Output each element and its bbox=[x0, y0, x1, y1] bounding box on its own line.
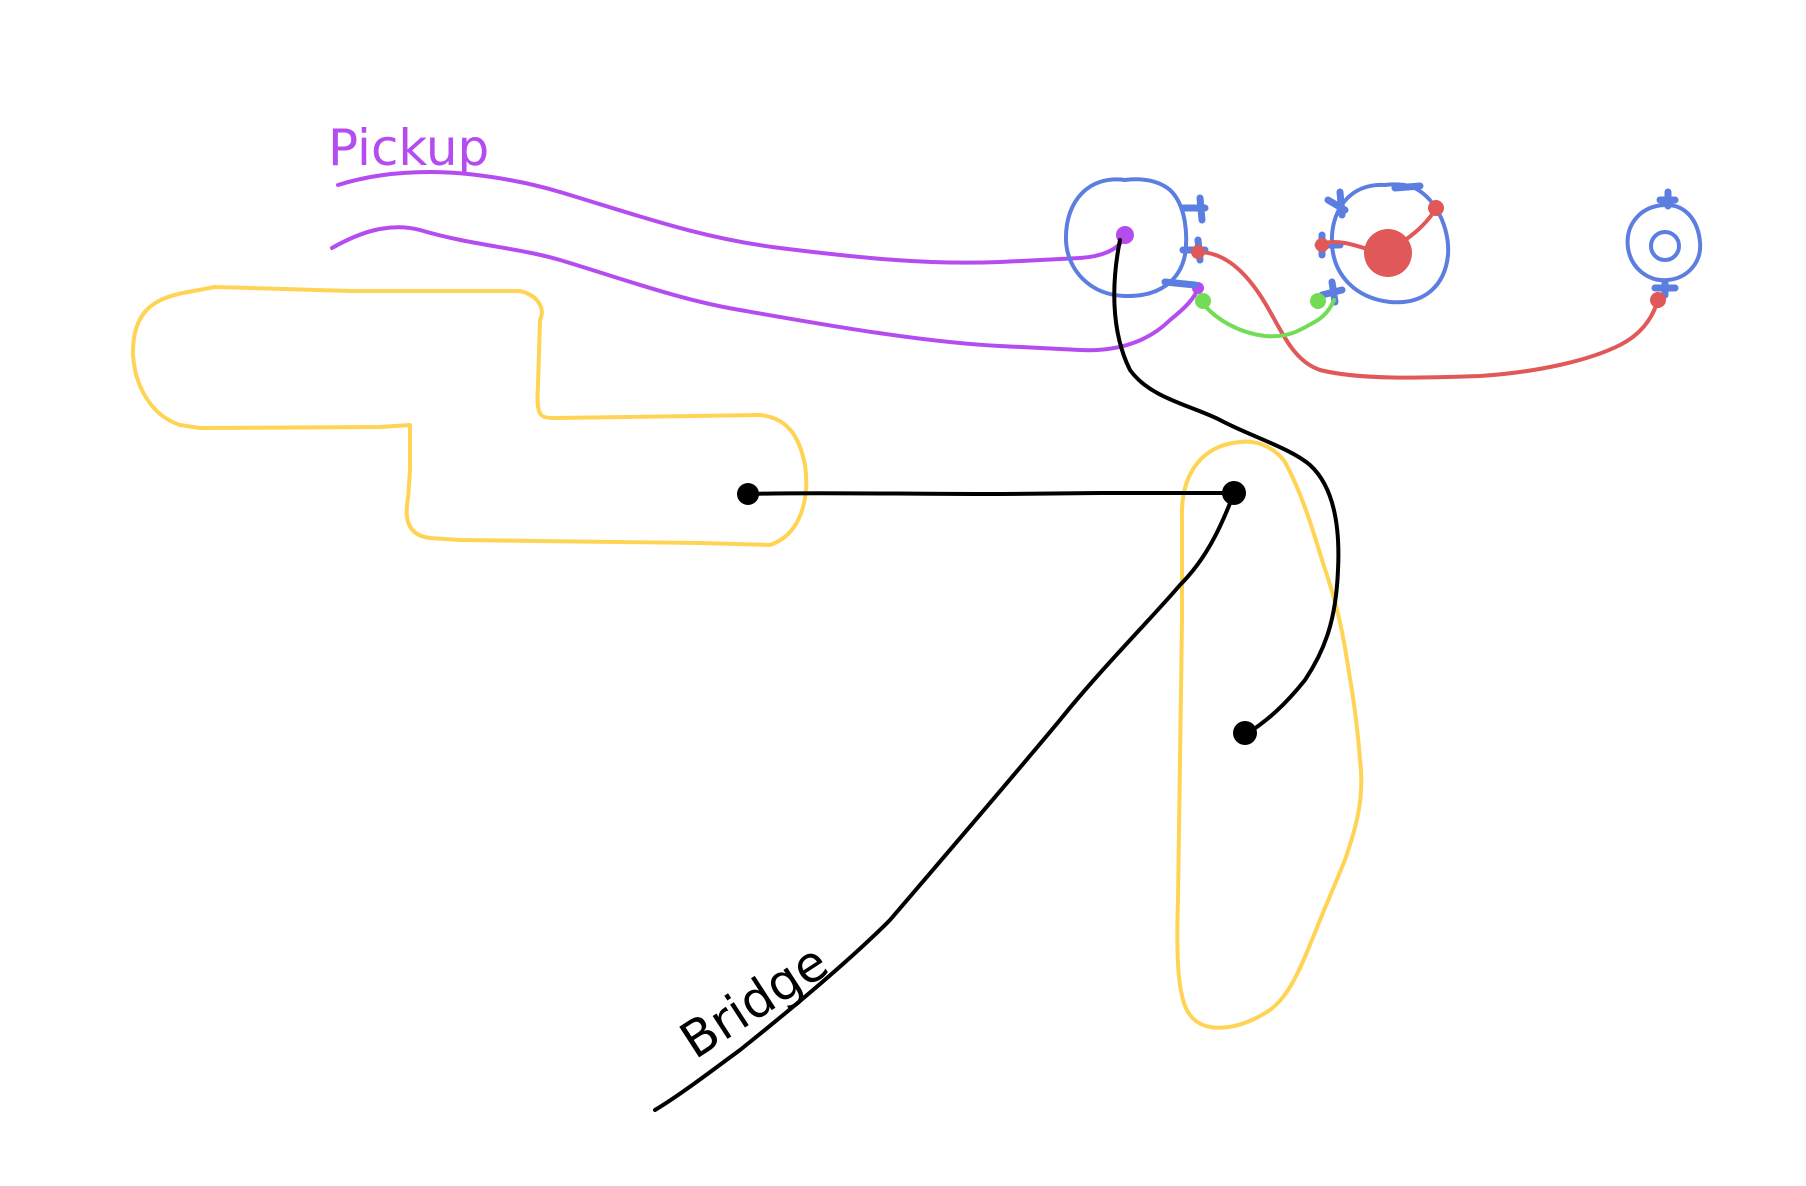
pickup-label: Pickup bbox=[328, 119, 489, 177]
jack-outer-ring bbox=[1625, 202, 1703, 283]
volume-lug-icon bbox=[1161, 278, 1199, 289]
output-wire-solder-point bbox=[1191, 245, 1205, 259]
pickup-hot-wire bbox=[558, 190, 1127, 265]
pickup-ground-wire bbox=[330, 225, 1200, 353]
tone-pot bbox=[1314, 182, 1451, 306]
volume-ground-wire bbox=[1112, 238, 1341, 735]
ground-wire-end-point bbox=[1233, 721, 1257, 745]
jumper-solder-point bbox=[1195, 293, 1211, 309]
bridge-ground-wire bbox=[653, 491, 1236, 1112]
output-jack bbox=[1625, 188, 1703, 299]
pickup-ground-link-wire bbox=[746, 491, 1232, 496]
volume-pot-body bbox=[1063, 177, 1189, 299]
jack-lug-icon bbox=[1651, 278, 1679, 299]
capacitor-icon bbox=[1364, 229, 1412, 277]
capacitor-lead bbox=[1403, 208, 1437, 242]
jack-inner-ring bbox=[1649, 230, 1681, 262]
jack-lug-icon bbox=[1656, 188, 1679, 210]
tone-lug-icon bbox=[1324, 188, 1349, 219]
output-wire-solder-point bbox=[1650, 292, 1666, 308]
bridge-outline bbox=[1175, 439, 1364, 1030]
bridge-label: Bridge bbox=[670, 933, 838, 1070]
capacitor-solder-point bbox=[1315, 238, 1329, 252]
capacitor-solder-point bbox=[1428, 200, 1444, 216]
pickup-label-underline bbox=[336, 170, 562, 194]
volume-lug-icon bbox=[1179, 194, 1209, 224]
output-hot-wire bbox=[1196, 250, 1660, 380]
jumper-solder-point bbox=[1310, 293, 1326, 309]
pickup-ground-solder-point bbox=[737, 483, 759, 505]
tone-lug-icon bbox=[1391, 182, 1424, 192]
jumper-wire bbox=[1198, 298, 1336, 339]
pickup-outline bbox=[130, 285, 809, 547]
volume-pot bbox=[1063, 177, 1209, 299]
